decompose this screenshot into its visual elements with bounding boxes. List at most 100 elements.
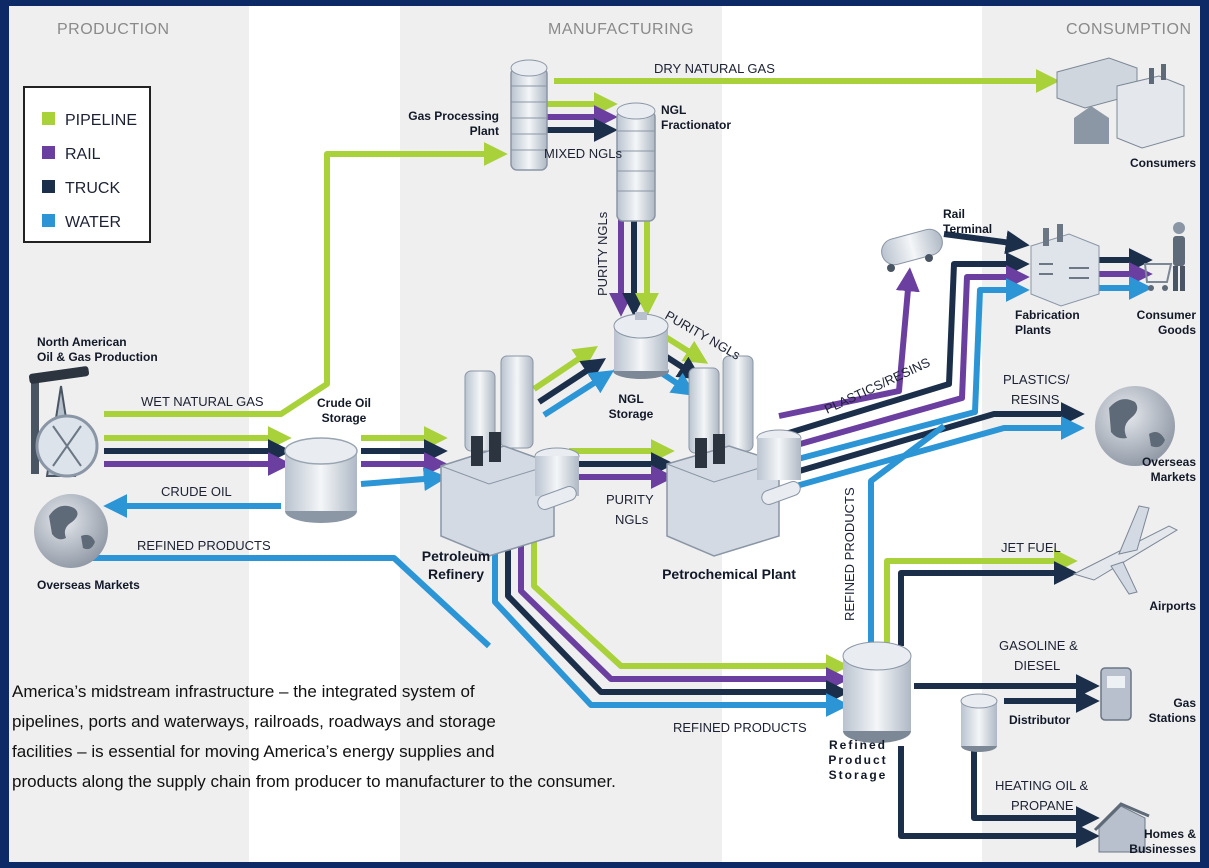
manufacturing-band (400, 6, 722, 862)
pipeline-swatch (42, 112, 55, 125)
flow-gasoline-2: DIESEL (1014, 658, 1060, 673)
flow-refined-products-bottom: REFINED PRODUCTS (673, 720, 807, 735)
legend-truck: TRUCK (65, 180, 120, 197)
diagram-frame: PRODUCTION MANUFACTURING CONSUMPTION PIP… (9, 6, 1200, 862)
label-gas-processing-2: Plant (470, 124, 499, 138)
petro-to-fab-water (778, 278, 1030, 467)
flow-heating-2: PROPANE (1011, 798, 1074, 813)
gas-pump-icon (1100, 667, 1132, 721)
ref-to-ngl-water (542, 370, 615, 418)
label-fabrication-2: Plants (1015, 323, 1051, 337)
legend-water: WATER (65, 214, 121, 231)
petro-to-overseas-water (788, 416, 1085, 491)
label-petroleum-refinery-1: Petroleum (422, 548, 490, 564)
flow-gasoline-1: GASOLINE & (999, 638, 1078, 653)
flow-wet-natural-gas: WET NATURAL GAS (141, 394, 264, 409)
header-production: PRODUCTION (57, 21, 170, 38)
label-ngl-storage-1: NGL (618, 392, 643, 406)
ref-to-storage-pipe (531, 541, 850, 678)
caption-line-1: America’s midstream infrastructure – the… (12, 682, 475, 701)
header-manufacturing: MANUFACTURING (548, 21, 694, 38)
label-consumer-goods-1: Consumer (1137, 308, 1197, 322)
midstream-diagram: PRODUCTION MANUFACTURING CONSUMPTION PIP… (9, 6, 1200, 862)
flow-purity-2: NGLs (615, 512, 649, 527)
label-petroleum-refinery-2: Refinery (428, 566, 484, 582)
house-icon (1093, 802, 1150, 853)
petrochemical-plant (666, 355, 802, 557)
flow-purity-ngls-vertical: PURITY NGLs (595, 211, 610, 296)
ref-to-storage-truck (505, 541, 850, 704)
refined-to-overseas (868, 423, 946, 646)
terminal-to-fab (943, 230, 1030, 255)
label-refined-storage-1: Refined (829, 738, 887, 752)
distributor-tank (960, 693, 998, 752)
label-ngl-fractionator-2: Fractionator (661, 118, 731, 132)
label-north-american-1: North American (37, 335, 127, 349)
caption-line-2: pipelines, ports and waterways, railroad… (12, 712, 496, 731)
petroleum-refinery (440, 355, 580, 557)
flow-jet-fuel: JET FUEL (1001, 540, 1061, 555)
legend-rail: RAIL (65, 146, 101, 163)
petro-to-fab-rail (778, 265, 1030, 453)
ref-to-storage-rail (518, 541, 850, 691)
label-homes-2: Businesses (1129, 842, 1196, 856)
refined-product-storage-tank (842, 641, 912, 743)
ngl-fractionator (616, 102, 656, 222)
rail-tank-car-icon (881, 228, 943, 272)
flow-plastics-2: RESINS (1011, 392, 1060, 407)
ngl-to-petro-pipe (662, 333, 709, 364)
ref-to-storage-water (492, 541, 850, 717)
flow-lines (79, 69, 1153, 848)
shopper-icon (1143, 222, 1185, 291)
ref-to-ngl-truck (537, 358, 607, 405)
label-petrochemical-plant: Petrochemical Plant (662, 566, 796, 582)
truck-swatch (42, 180, 55, 193)
label-overseas-markets-left: Overseas Markets (37, 578, 140, 592)
flow-dry-natural-gas: DRY NATURAL GAS (654, 61, 775, 76)
caption: America’s midstream infrastructure – the… (12, 682, 616, 791)
flow-refined-products-left: REFINED PRODUCTS (137, 538, 271, 553)
label-ngl-storage-2: Storage (609, 407, 654, 421)
flow-crude-oil: CRUDE OIL (161, 484, 232, 499)
label-fabrication-1: Fabrication (1015, 308, 1080, 322)
flow-heating-1: HEATING OIL & (995, 778, 1089, 793)
label-rail-terminal-1: Rail (943, 207, 965, 221)
globe-left-icon (34, 494, 108, 568)
petro-to-overseas-truck (788, 402, 1085, 477)
label-gas-processing-1: Gas Processing (408, 109, 499, 123)
jet-fuel-pipe (884, 549, 1078, 646)
label-crude-storage-1: Crude Oil (317, 396, 371, 410)
label-overseas-right-2: Markets (1151, 470, 1197, 484)
storage-to-homes-truck (898, 746, 1100, 848)
label-gas-stations-1: Gas (1173, 696, 1196, 710)
label-distributor: Distributor (1009, 713, 1071, 727)
globe-right-icon (1095, 386, 1175, 466)
label-overseas-right-1: Overseas (1142, 455, 1196, 469)
jet-fuel-truck (898, 561, 1078, 646)
label-consumer-goods-2: Goods (1158, 323, 1196, 337)
crude-oil-storage-tank (284, 437, 358, 523)
label-north-american-2: Oil & Gas Production (37, 350, 158, 364)
airplane-icon (1072, 505, 1179, 595)
fabrication-plant-icon (1030, 224, 1100, 307)
caption-line-3: facilities – is essential for moving Ame… (12, 742, 495, 761)
label-airports: Airports (1149, 599, 1196, 613)
ngl-storage-tank (613, 312, 669, 379)
flow-mixed-ngls: MIXED NGLs (544, 146, 623, 161)
water-swatch (42, 214, 55, 227)
wet-gas-pipeline (104, 142, 508, 417)
label-homes-1: Homes & (1144, 827, 1196, 841)
crude-to-refinery-water (360, 467, 448, 492)
label-crude-storage-2: Storage (322, 411, 367, 425)
petro-to-fab-truck (778, 252, 1030, 439)
header-consumption: CONSUMPTION (1066, 21, 1192, 38)
label-refined-storage-2: Product (828, 753, 887, 767)
label-refined-storage-3: Storage (829, 768, 888, 782)
label-rail-terminal-2: Terminal (943, 222, 992, 236)
flow-refined-products-vertical: REFINED PRODUCTS (842, 487, 857, 621)
gas-processing-plant (510, 59, 548, 171)
caption-line-4: products along the supply chain from pro… (12, 772, 616, 791)
heating-truck (971, 746, 1100, 830)
flow-plastics-1: PLASTICS/ (1003, 372, 1070, 387)
label-ngl-fractionator-1: NGL (661, 103, 686, 117)
